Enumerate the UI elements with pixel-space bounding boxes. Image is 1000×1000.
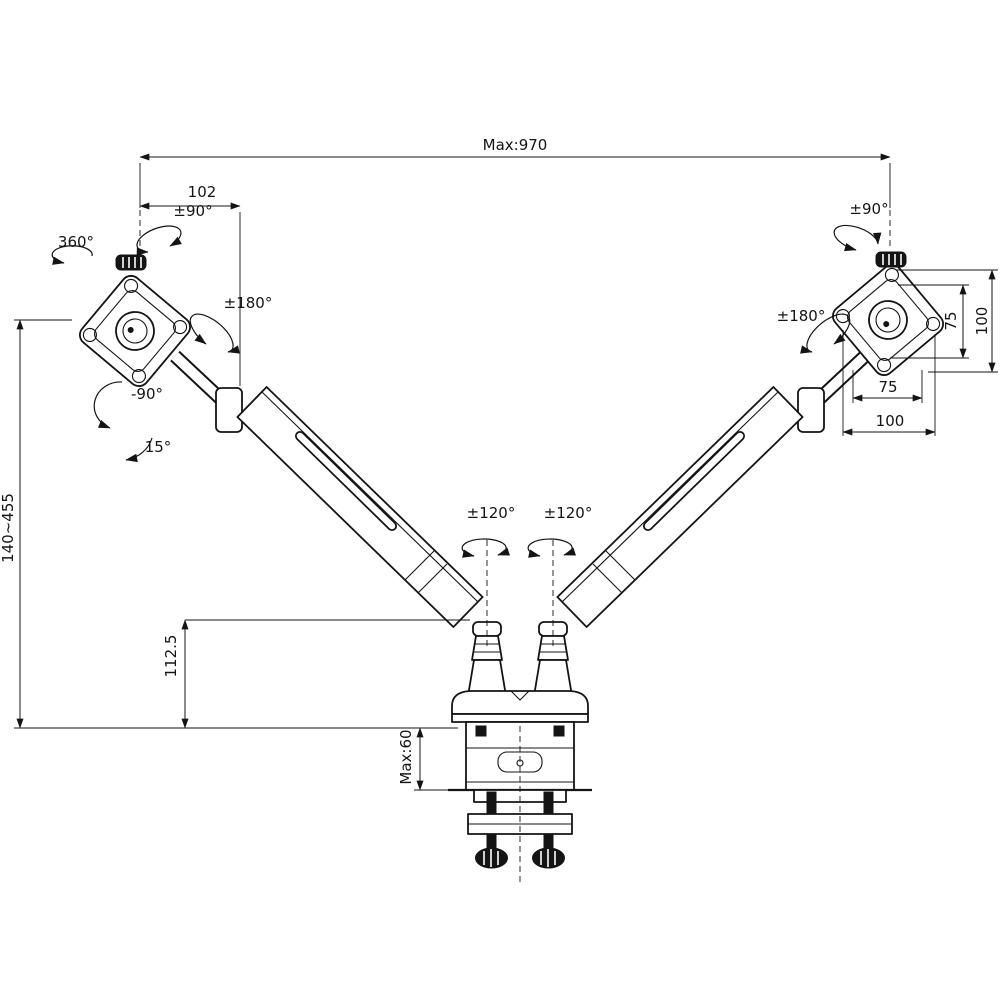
right-gas-spring-arm bbox=[556, 386, 804, 628]
right-swivel-label: ±180° bbox=[777, 307, 826, 325]
annotation-left-swivel-180: ±180° bbox=[189, 294, 273, 354]
annotation-right-swivel-180: ±180° bbox=[777, 307, 851, 354]
right-tilt-label: ±90° bbox=[849, 200, 888, 218]
right-arm-upper-link bbox=[797, 350, 870, 433]
center-swivel-joints bbox=[467, 621, 573, 697]
arm-rotate-left-label: ±120° bbox=[467, 504, 516, 522]
dimension-vesa-horizontal-100: 100 bbox=[842, 330, 936, 436]
dimension-vesa-horizontal-75: 75 bbox=[852, 370, 923, 403]
dim-height-range-label: 140~455 bbox=[0, 493, 17, 563]
annotation-arm-rotate-right-120: ±120° bbox=[527, 504, 593, 558]
dimension-vesa-vertical-75: 75 bbox=[890, 284, 969, 359]
dimension-height-range: 140~455 bbox=[0, 319, 458, 729]
annotation-left-tilt-90: ±90° bbox=[136, 202, 213, 256]
desk-clamp bbox=[448, 721, 592, 882]
dimension-max-width: Max:970 bbox=[139, 136, 891, 208]
left-vesa-plate bbox=[79, 254, 191, 387]
annotation-arm-rotate-left-120: ±120° bbox=[461, 504, 516, 558]
left-arm-upper-link bbox=[170, 350, 243, 433]
annotation-tilt-down-90: -90° bbox=[93, 381, 163, 429]
dimension-arm-offset: 102 bbox=[139, 183, 241, 386]
base-dome bbox=[451, 690, 589, 723]
dim-base-height-label: 112.5 bbox=[162, 635, 180, 678]
right-clamp-knob bbox=[532, 847, 565, 869]
left-swivel-label: ±180° bbox=[224, 294, 273, 312]
dimension-clamp-max: Max:60 bbox=[397, 727, 452, 791]
dimension-base-height: 112.5 bbox=[162, 619, 470, 729]
dim-vesa-h75-label: 75 bbox=[878, 378, 897, 396]
rotation-360-label: 360° bbox=[58, 233, 94, 251]
tilt-down-label: -90° bbox=[131, 385, 163, 403]
left-tension-knob bbox=[115, 254, 147, 271]
annotation-right-tilt-90: ±90° bbox=[833, 200, 889, 252]
dimension-vesa-vertical-100: 100 bbox=[896, 269, 998, 373]
right-vesa-plate bbox=[832, 251, 944, 376]
right-tension-knob bbox=[875, 251, 907, 268]
dim-arm-offset-label: 102 bbox=[188, 183, 217, 201]
dim-vesa-v75-label: 75 bbox=[942, 311, 960, 330]
dim-max-width-label: Max:970 bbox=[483, 136, 548, 154]
dim-vesa-h100-label: 100 bbox=[876, 412, 905, 430]
left-clamp-knob bbox=[475, 847, 508, 869]
annotation-rotation-360: 360° bbox=[51, 233, 94, 265]
tilt-up-label: 15° bbox=[145, 438, 172, 456]
arm-rotate-right-label: ±120° bbox=[544, 504, 593, 522]
left-tilt-label: ±90° bbox=[173, 202, 212, 220]
dim-vesa-v100-label: 100 bbox=[973, 307, 991, 336]
left-gas-spring-arm bbox=[236, 386, 484, 628]
dim-clamp-max-label: Max:60 bbox=[397, 729, 415, 784]
annotation-tilt-up-15: 15° bbox=[125, 437, 172, 463]
